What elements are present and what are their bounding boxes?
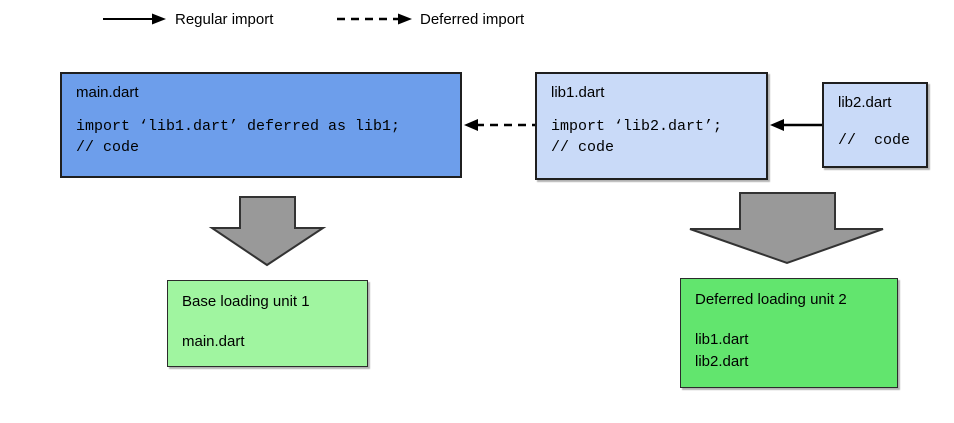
deferred-import-arrow xyxy=(464,119,535,131)
loading-unit-title: Deferred loading unit 2 xyxy=(695,291,847,308)
loading-unit-file: main.dart xyxy=(182,333,245,350)
file-box-lib2-dart: lib2.dart // code xyxy=(822,82,928,168)
file-box-title: main.dart xyxy=(76,84,139,101)
code-line: // code xyxy=(76,139,140,156)
file-box-lib1-dart: lib1.dart import ‘lib2.dart’; // code xyxy=(535,72,768,180)
regular-import-arrow xyxy=(770,119,822,131)
legend-regular-arrow-icon xyxy=(103,13,166,25)
block-arrow-right xyxy=(689,192,884,265)
file-box-main-dart: main.dart import ‘lib1.dart’ deferred as… xyxy=(60,72,462,178)
file-box-title: lib2.dart xyxy=(838,94,892,111)
loading-unit-file: lib1.dart xyxy=(695,331,749,348)
block-arrow-left xyxy=(208,196,327,267)
code-line: import ‘lib1.dart’ deferred as lib1; xyxy=(76,118,401,135)
deferred-loading-unit-box: Deferred loading unit 2 lib1.dart lib2.d… xyxy=(680,278,898,388)
legend-regular-label: Regular import xyxy=(175,11,274,28)
code-line: import ‘lib2.dart’; xyxy=(551,118,723,135)
file-box-title: lib1.dart xyxy=(551,84,605,101)
code-line: // code xyxy=(838,132,911,149)
loading-unit-title: Base loading unit 1 xyxy=(182,293,310,310)
base-loading-unit-box: Base loading unit 1 main.dart xyxy=(167,280,368,367)
legend-deferred-arrow-icon xyxy=(337,13,412,25)
code-line: // code xyxy=(551,139,615,156)
loading-unit-file: lib2.dart xyxy=(695,353,749,370)
legend-deferred-label: Deferred import xyxy=(420,11,525,28)
